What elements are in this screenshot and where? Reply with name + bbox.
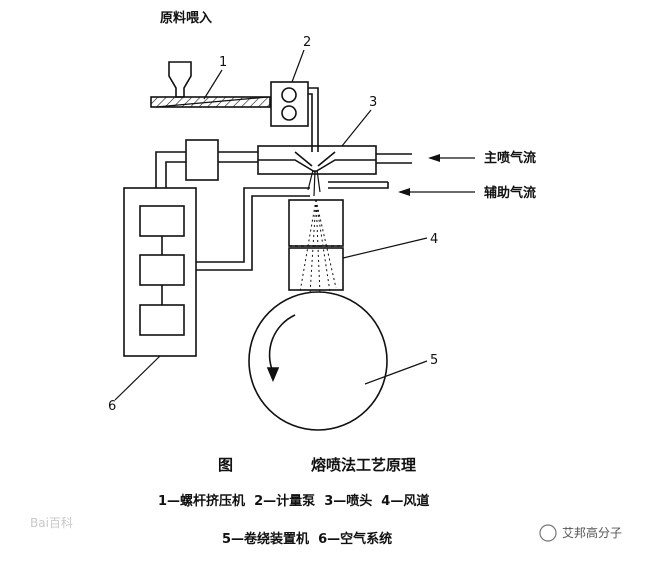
metering-pump	[270, 81, 309, 127]
figure-label: 图	[218, 456, 233, 474]
callout-2: 2	[303, 35, 311, 50]
rotation-arrow	[268, 314, 296, 373]
wechat-icon	[539, 524, 557, 542]
air-unit-2	[139, 254, 185, 286]
fiber-spray	[299, 199, 337, 295]
callout-3: 3	[369, 95, 377, 110]
winding-drum	[248, 291, 388, 431]
air-heater	[185, 139, 219, 181]
air-system-cabinet	[123, 187, 197, 357]
feed-label: 原料喂入	[160, 10, 212, 26]
melt-pipe	[308, 87, 319, 152]
aux-air-label: 辅助气流	[484, 185, 536, 201]
fiber-jet	[307, 169, 321, 197]
pump-gear-bottom	[281, 105, 297, 121]
callout-4: 4	[430, 232, 438, 247]
main-air-pipe	[376, 153, 412, 164]
watermark-account: 艾邦高分子	[562, 525, 622, 540]
air-line-aux	[196, 187, 310, 271]
pump-gear-top	[281, 87, 297, 103]
main-air-label: 主喷气流	[484, 150, 536, 166]
callout-6: 6	[108, 399, 116, 414]
aux-air-pipe	[328, 181, 389, 189]
callout-1: 1	[219, 55, 227, 70]
callout-5: 5	[430, 353, 438, 368]
figure-title: 熔喷法工艺原理	[311, 456, 416, 474]
air-duct-lower	[288, 247, 344, 291]
legend-line-1: 1—螺杆挤压机 2—计量泵 3—喷头 4—风道	[158, 493, 429, 509]
air-unit-3	[139, 304, 185, 336]
feed-hopper	[168, 61, 192, 98]
legend-line-2: 5—卷绕装置机 6—空气系统	[222, 531, 392, 547]
watermark-baike: Bai百科	[30, 516, 73, 530]
air-unit-1	[139, 205, 185, 237]
air-line-main	[155, 151, 186, 188]
